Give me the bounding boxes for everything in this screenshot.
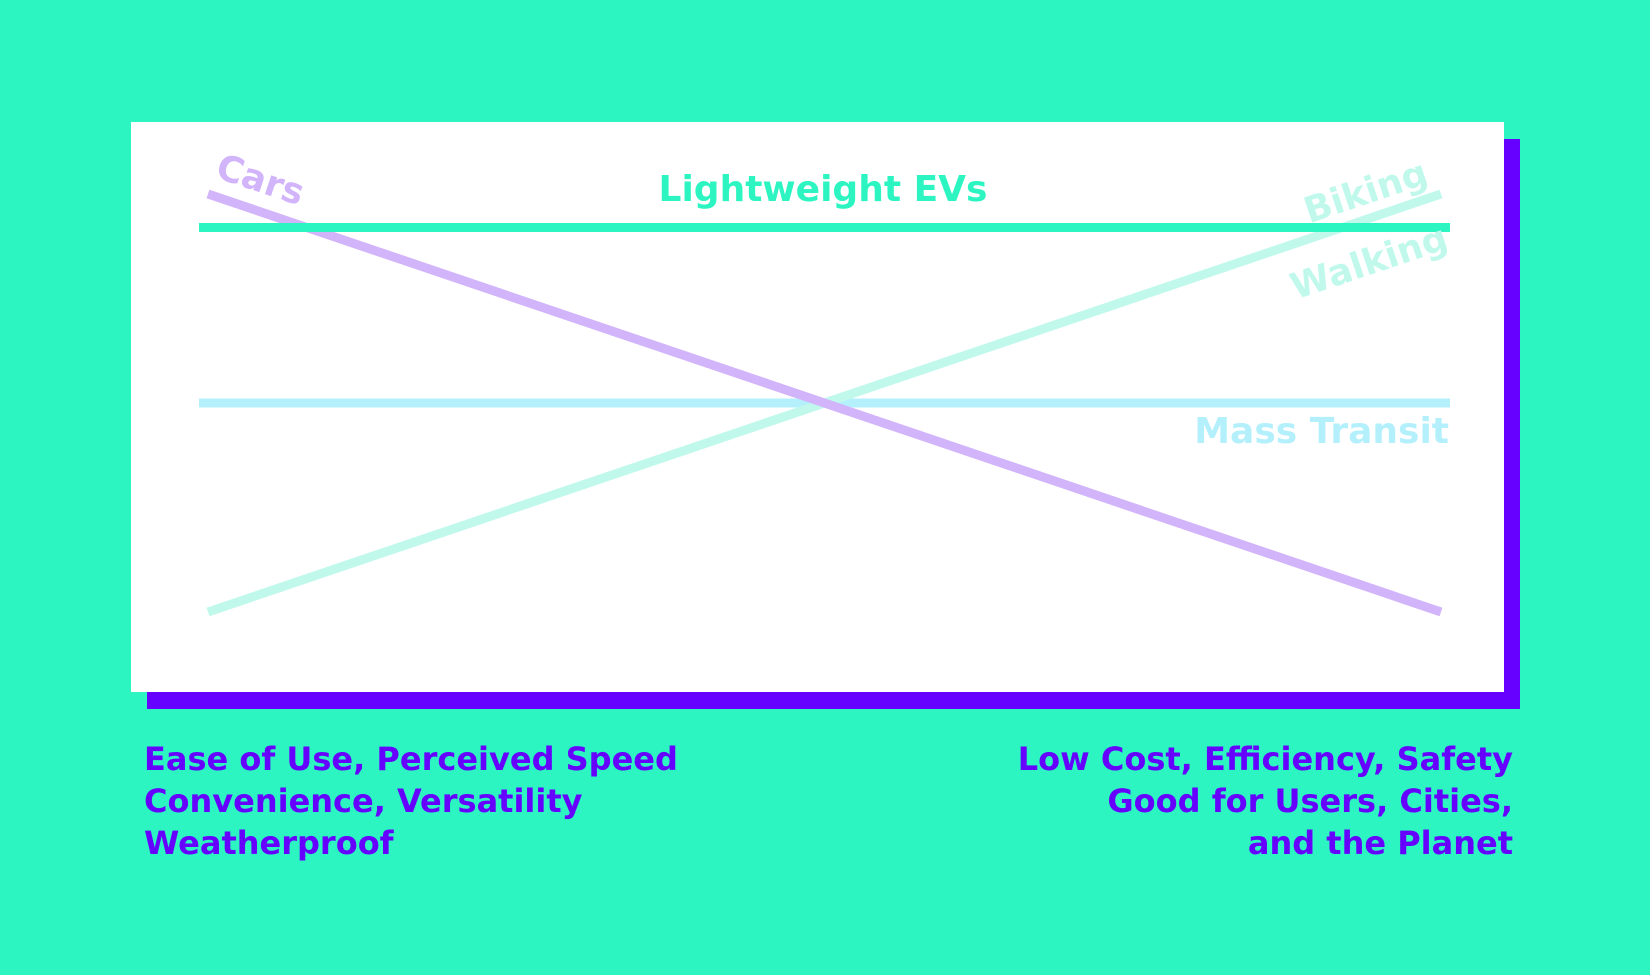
caption-left-line: Ease of Use, Perceived Speed	[144, 740, 678, 778]
caption-left: Ease of Use, Perceived Speed Convenience…	[144, 738, 678, 864]
series-label-lightweight-evs: Lightweight EVs	[659, 169, 988, 210]
caption-left-line: Convenience, Versatility	[144, 782, 583, 820]
series-label-mass-transit: Mass Transit	[1194, 411, 1449, 452]
series-lines	[199, 189, 1450, 617]
caption-left-line: Weatherproof	[144, 824, 394, 862]
series-line-cars	[206, 189, 1443, 617]
caption-right: Low Cost, Efficiency, Safety Good for Us…	[1018, 738, 1513, 864]
caption-right-line: Good for Users, Cities,	[1107, 782, 1513, 820]
caption-right-line: Low Cost, Efficiency, Safety	[1017, 740, 1513, 778]
caption-right-line: and the Planet	[1247, 824, 1513, 862]
